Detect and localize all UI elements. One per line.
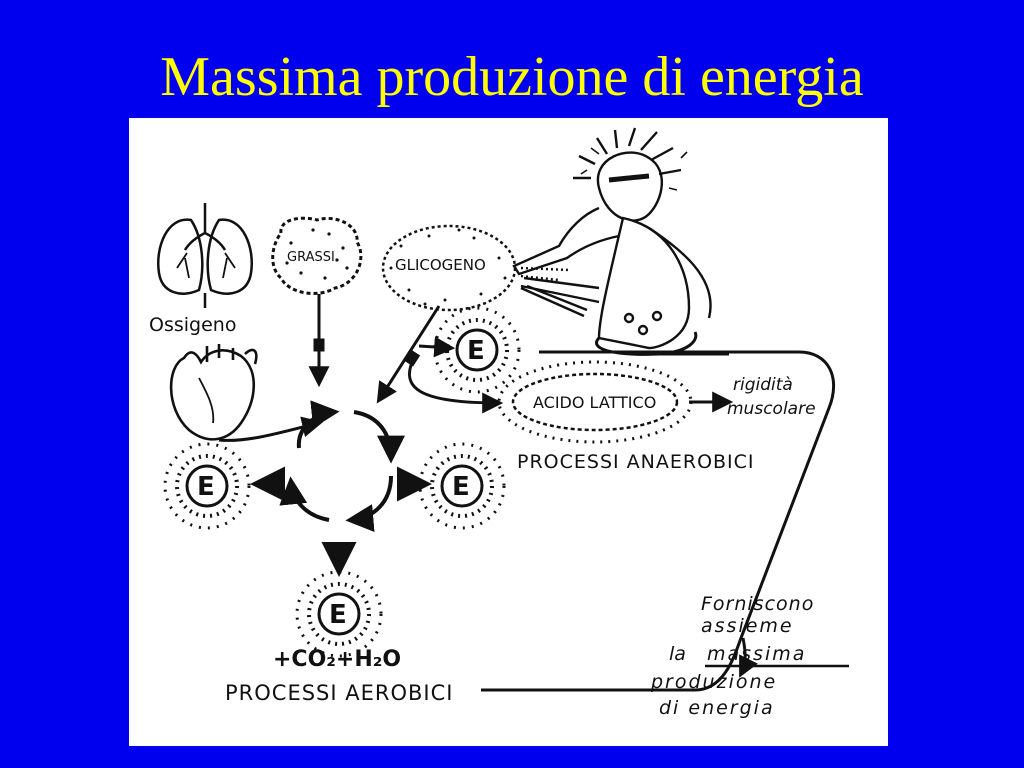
slide-title: Massima produzione di energia: [160, 46, 864, 108]
note-line-1: Forniscono: [701, 593, 814, 615]
oxygen-label: Ossigeno: [149, 314, 236, 336]
lungs-icon: [157, 203, 253, 308]
note-line-5: di energia: [659, 697, 775, 719]
heart-icon: [169, 344, 258, 441]
energy-label-left: E: [197, 472, 215, 502]
lactic-acid-burst: [497, 360, 693, 444]
cycle-arrows-icon: [279, 400, 405, 532]
fats-blob: [271, 216, 363, 295]
energy-output-arrows: [250, 466, 432, 577]
note-line-2: assieme: [701, 615, 794, 637]
fats-label: GRASSI: [287, 250, 335, 265]
note-line-3a: la: [669, 643, 686, 665]
energy-label-right: E: [452, 472, 470, 502]
note-line-4: produzione: [650, 671, 777, 693]
glycogen-label: GLICOGENO: [395, 256, 486, 274]
energy-diagram: Ossigeno GRASSI GL: [149, 127, 849, 719]
rower-figure-icon: [512, 127, 729, 356]
aerobic-label: PROCESSI AEROBICI: [225, 681, 453, 705]
stiffness-label-1: rigidità: [733, 375, 793, 395]
lactic-acid-label: ACIDO LATTICO: [533, 393, 656, 412]
diagram-panel: Ossigeno GRASSI GL: [129, 118, 888, 746]
products-label: +CO₂+H₂O: [273, 647, 401, 672]
energy-burst-icon: [163, 306, 521, 658]
summary-note: Forniscono assieme la massima produzione…: [650, 593, 849, 719]
anaerobic-label: PROCESSI ANAEROBICI: [517, 451, 755, 473]
note-line-3b: massima: [707, 643, 806, 665]
energy-label-top: E: [467, 336, 485, 366]
pathway-lines: [218, 294, 835, 692]
stiffness-label-2: muscolare: [727, 399, 816, 419]
energy-label-bottom: E: [329, 600, 347, 630]
